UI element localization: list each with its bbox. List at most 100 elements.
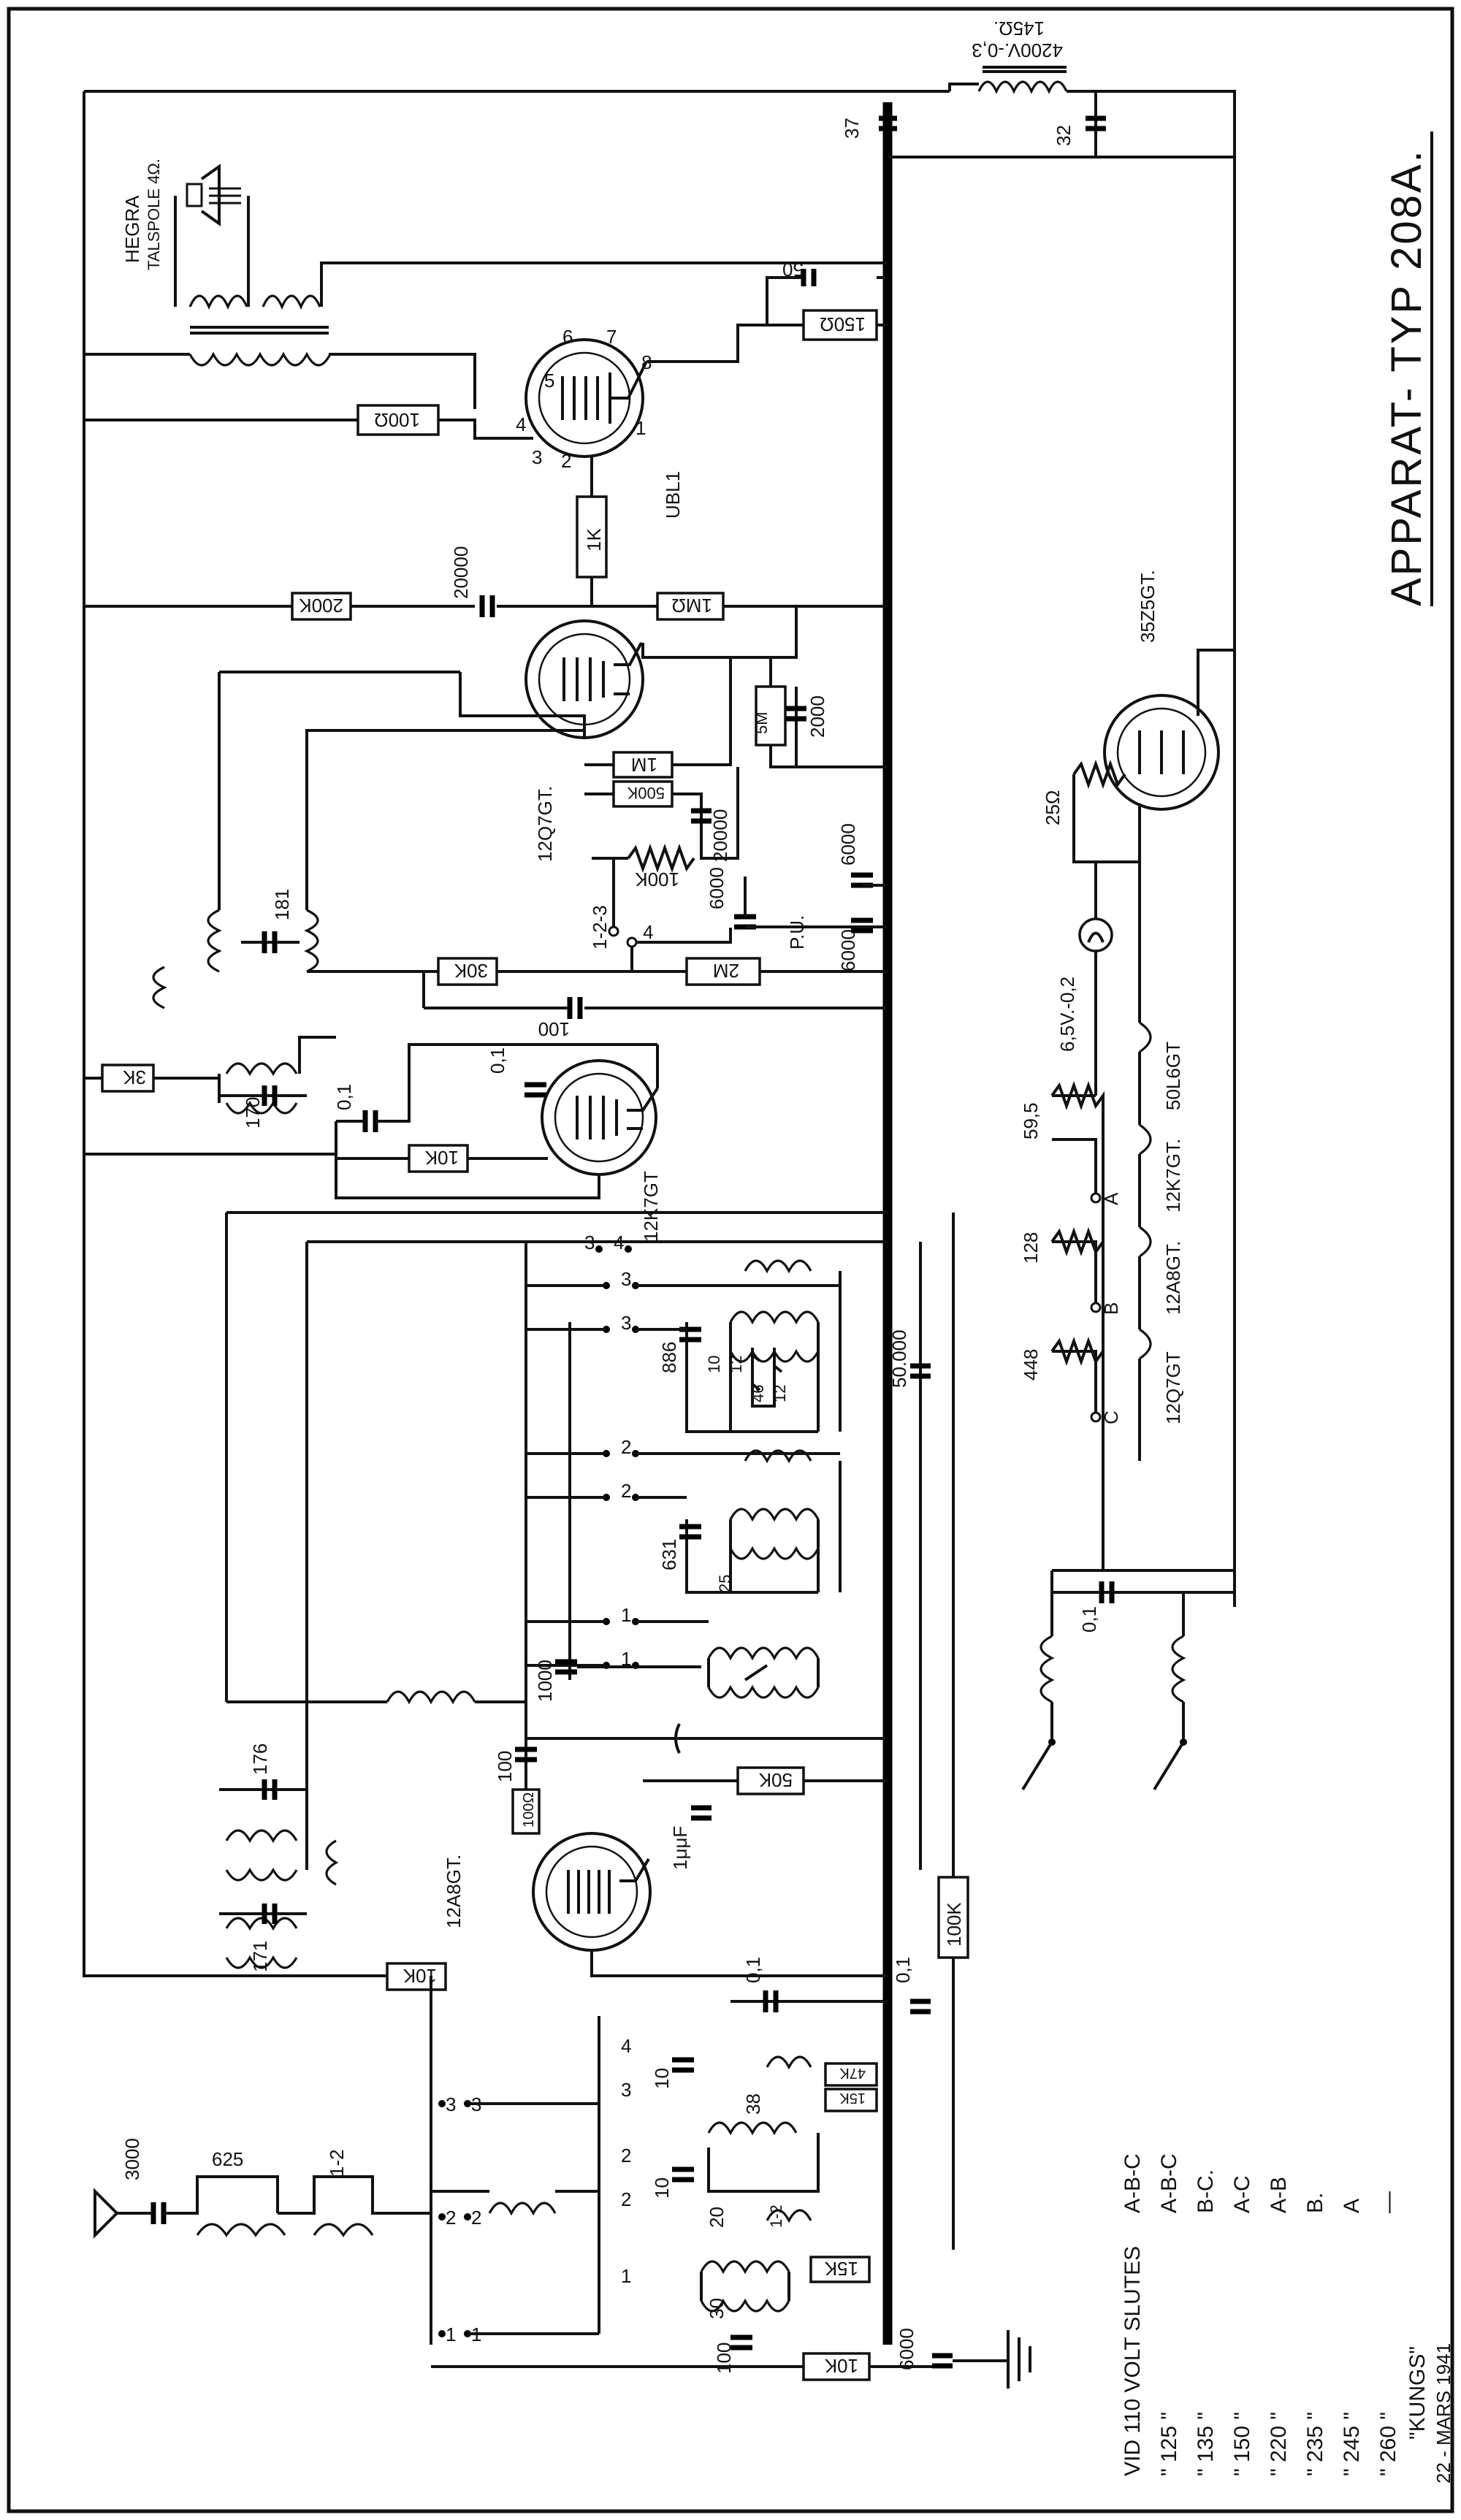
cap-631 xyxy=(679,1524,701,1540)
osc-coil-b xyxy=(685,1449,842,1594)
svg-text:100: 100 xyxy=(494,1751,516,1782)
voltage-table: VID 110 VOLT SLUTES A-B-C " 125 " A-B-C … xyxy=(1121,2153,1400,2476)
cap-01-a xyxy=(362,1110,378,1132)
cap-32 xyxy=(1086,91,1106,157)
svg-text:10: 10 xyxy=(705,1356,723,1373)
svg-text:A-B-C: A-B-C xyxy=(1157,2153,1181,2213)
svg-text:12K7GT.: 12K7GT. xyxy=(1162,1139,1184,1213)
svg-text:3: 3 xyxy=(532,446,542,468)
svg-text:1M: 1M xyxy=(631,754,657,776)
svg-text:20: 20 xyxy=(706,2207,728,2228)
cap-100-b xyxy=(515,1746,537,1763)
resistor-150 xyxy=(802,309,878,341)
resistor-1m-b xyxy=(612,751,674,779)
svg-text:0,1: 0,1 xyxy=(1078,1606,1100,1633)
svg-text:100Ω: 100Ω xyxy=(374,409,420,431)
cap-01-e xyxy=(1052,1581,1183,1603)
svg-text:6000: 6000 xyxy=(837,929,859,971)
svg-text:B: B xyxy=(1100,1302,1122,1315)
svg-text:1K: 1K xyxy=(583,528,605,551)
svg-text:500K: 500K xyxy=(627,784,665,802)
pilot-lamp-label: 6,5V.-0,2 xyxy=(1056,977,1078,1052)
svg-text:4: 4 xyxy=(621,2035,631,2057)
svg-text:25: 25 xyxy=(716,1575,734,1592)
svg-text:C: C xyxy=(1100,1410,1122,1424)
bandswitch-block-1 xyxy=(524,1242,571,1811)
cap-171 xyxy=(219,1904,307,1924)
svg-text:1μμF: 1μμF xyxy=(669,1826,691,1870)
svg-text:" 135 ": " 135 " xyxy=(1194,2412,1218,2476)
svg-text:200K: 200K xyxy=(299,595,343,616)
svg-text:3000: 3000 xyxy=(121,2138,143,2180)
svg-text:6000: 6000 xyxy=(896,2328,918,2370)
svg-text:0,1: 0,1 xyxy=(892,1957,914,1983)
svg-text:1MΩ: 1MΩ xyxy=(671,595,712,616)
cap-10-b xyxy=(672,2166,694,2183)
cap-37-label: 37 xyxy=(841,118,863,139)
cap-170 xyxy=(219,1085,307,1106)
svg-text:2: 2 xyxy=(621,2188,631,2210)
svg-text:50K: 50K xyxy=(758,1769,793,1791)
svg-text:15K: 15K xyxy=(824,2258,858,2280)
svg-text:0,1: 0,1 xyxy=(742,1957,764,1983)
tube-12k7 xyxy=(541,1059,659,1176)
osc-coil-c xyxy=(707,1646,820,1699)
resistor-25 xyxy=(1072,760,1126,789)
resistor-10k-b xyxy=(386,1962,447,1991)
svg-text:6: 6 xyxy=(562,326,573,348)
cap-6000-d xyxy=(932,2353,953,2369)
svg-text:25Ω: 25Ω xyxy=(1042,790,1064,825)
pilot-lamp-icon xyxy=(1078,917,1113,952)
svg-text:3: 3 xyxy=(621,1268,631,1290)
cap-37 xyxy=(879,115,897,131)
svg-text:50L6GT: 50L6GT xyxy=(1162,1042,1184,1110)
cap-6000-b xyxy=(851,872,873,888)
cap-50-label: 50 xyxy=(782,259,804,280)
tube-12a8 xyxy=(532,1832,652,1952)
tube-ubl1-label: UBL1 xyxy=(662,471,684,519)
svg-text:1: 1 xyxy=(446,2324,456,2345)
svg-text:A-B-C: A-B-C xyxy=(1121,2153,1145,2213)
resistor-100k xyxy=(937,1876,969,1959)
svg-text:100: 100 xyxy=(713,2343,735,2374)
svg-text:" 260 ": " 260 " xyxy=(1376,2412,1400,2476)
svg-text:A-B: A-B xyxy=(1267,2177,1291,2213)
svg-text:10K: 10K xyxy=(824,2355,858,2377)
resistor-30k xyxy=(437,957,498,986)
svg-text:A: A xyxy=(1100,1192,1122,1205)
svg-text:170: 170 xyxy=(242,1097,264,1129)
resistor-100 xyxy=(356,404,440,436)
volume-pot xyxy=(627,844,695,873)
speaker-note: TALSPOLE 4Ω. xyxy=(145,159,163,270)
svg-text:2: 2 xyxy=(621,2145,631,2166)
svg-text:7: 7 xyxy=(606,326,617,348)
svg-text:B-C.: B-C. xyxy=(1194,2169,1218,2213)
mains-choke-b xyxy=(1171,1635,1186,1703)
cap-01-b xyxy=(524,1082,546,1098)
cap-6000-a xyxy=(734,914,756,930)
svg-text:10K: 10K xyxy=(424,1147,459,1169)
svg-text:1-2: 1-2 xyxy=(326,2149,348,2177)
svg-text:448: 448 xyxy=(1020,1349,1042,1381)
cap-32-label: 32 xyxy=(1053,125,1075,146)
svg-text:6000: 6000 xyxy=(706,867,728,909)
svg-text:38: 38 xyxy=(742,2093,764,2115)
cap-181 xyxy=(241,931,300,953)
cap-10-a xyxy=(672,2057,694,2073)
antenna-icon xyxy=(94,2188,153,2239)
tube-12a8-label: 12A8GT. xyxy=(443,1855,465,1928)
svg-text:886: 886 xyxy=(658,1342,680,1373)
resistor-47k xyxy=(824,2062,878,2087)
cap-01-c xyxy=(730,1990,888,2012)
svg-text:0,1: 0,1 xyxy=(487,1047,508,1074)
switch-123-label: 1-2-3 xyxy=(589,905,611,950)
svg-text:2: 2 xyxy=(561,450,571,472)
svg-text:5: 5 xyxy=(544,370,554,392)
osc-coil-a xyxy=(685,1259,842,1433)
svg-text:12A8GT.: 12A8GT. xyxy=(1162,1241,1184,1315)
heater-chain xyxy=(1138,862,1152,1461)
footer-name: "KUNGS" xyxy=(1405,2346,1430,2440)
svg-text:47K: 47K xyxy=(839,2065,866,2081)
